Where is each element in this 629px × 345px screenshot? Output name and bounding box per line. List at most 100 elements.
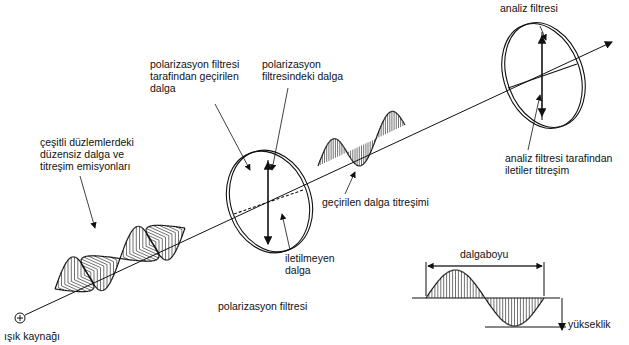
wave-stroke [55, 288, 58, 290]
wave-stroke [438, 280, 439, 281]
wave-stroke [81, 263, 83, 264]
wave-stroke [359, 165, 361, 166]
wave-stroke [153, 243, 154, 244]
wave-stroke [535, 309, 536, 310]
wave-stroke [335, 139, 336, 158]
wave-stroke [455, 270, 456, 298]
wave-stroke [398, 114, 400, 116]
wave-stroke [473, 282, 474, 283]
wave-stroke [175, 233, 176, 252]
wave-stroke [322, 153, 324, 155]
wave-stroke [504, 321, 505, 323]
wave-stroke [157, 251, 158, 253]
wave-stroke [77, 259, 78, 278]
wave-stroke [338, 140, 340, 142]
wave-stroke [480, 291, 481, 292]
wave-stroke [322, 155, 323, 164]
wave-stroke [509, 324, 510, 326]
wave-stroke [102, 256, 114, 261]
wave-stroke [181, 230, 182, 237]
wave-stroke [503, 320, 504, 322]
wave-stroke [473, 282, 474, 299]
wave-stroke [486, 300, 487, 301]
wave-stroke [154, 246, 156, 248]
wave-stroke [496, 298, 497, 315]
wave-stroke [94, 271, 95, 285]
wave-stroke [72, 256, 73, 257]
wave-stroke [108, 284, 109, 286]
wave-stroke [88, 274, 89, 276]
wave-stroke [377, 133, 379, 135]
wave-stroke [386, 114, 388, 116]
wave-stroke [151, 240, 152, 241]
wave-stroke [110, 280, 111, 282]
wave-stroke [172, 234, 173, 257]
wave-stroke [481, 292, 482, 293]
wave-stroke [505, 298, 506, 323]
wave-stroke [146, 227, 148, 229]
wave-stroke [339, 142, 340, 156]
wave-stroke [501, 319, 502, 320]
wave-stroke [159, 240, 160, 254]
wave-stroke [445, 273, 446, 275]
wave-stroke [108, 256, 111, 258]
wave-stroke [511, 298, 512, 326]
label: iletilmeyen dalga [285, 252, 355, 276]
wave-stroke [106, 287, 107, 288]
wave-stroke [123, 250, 124, 257]
wave-stroke [469, 277, 470, 278]
wave-stroke [107, 286, 108, 287]
wave-stroke [81, 277, 93, 282]
wave-stroke [467, 275, 468, 277]
wave-stroke [355, 149, 356, 164]
wave-stroke [427, 295, 428, 296]
wave-stroke [339, 141, 341, 143]
wave-stroke [533, 312, 534, 313]
optical-axis [25, 42, 612, 315]
wave-stroke [145, 229, 146, 230]
wave-stroke [476, 285, 477, 286]
leader-lines [80, 26, 546, 250]
wave-stroke [155, 242, 156, 249]
wave-stroke [396, 113, 397, 129]
wave-stroke [448, 271, 449, 273]
wave-stroke [149, 245, 155, 248]
wave-stroke [82, 267, 84, 268]
wave-stroke [329, 140, 331, 142]
wave-stroke [488, 302, 489, 303]
wave-stroke [351, 159, 353, 160]
wave-stroke [487, 298, 488, 302]
wave-stroke [522, 322, 523, 324]
wave-stroke [146, 261, 148, 262]
wave-stroke [370, 152, 372, 154]
wave-stroke [173, 226, 176, 228]
label: çeşitli düzlemlerdeki düzensiz dalga ve … [40, 136, 160, 172]
wave-stroke [68, 260, 69, 283]
wave-stroke [89, 275, 90, 276]
wave-stroke [93, 283, 94, 285]
wave-stroke [523, 322, 525, 324]
wave-stroke [158, 253, 159, 255]
wave-stroke [332, 138, 334, 140]
wave-stroke [152, 242, 153, 244]
wave-stroke [127, 239, 128, 241]
wave-stroke [346, 152, 348, 153]
wave-stroke [147, 235, 159, 240]
label: polarizasyon filtresindeki dalga [262, 58, 372, 82]
wave-stroke [164, 225, 167, 227]
wave-stroke [81, 263, 82, 265]
wave-stroke [71, 256, 72, 258]
wave-stroke [526, 319, 527, 321]
wave-stroke [381, 123, 383, 125]
wave-stroke [93, 286, 94, 287]
wave-stroke [141, 260, 144, 261]
wave-stroke [157, 258, 159, 260]
wave-stroke [357, 165, 359, 166]
wave-stroke [151, 241, 152, 243]
wave-stroke [111, 278, 112, 280]
wave-stroke [84, 268, 85, 275]
wave-stroke [59, 275, 60, 278]
wave-stroke [146, 227, 148, 229]
wave-stroke [517, 325, 519, 327]
